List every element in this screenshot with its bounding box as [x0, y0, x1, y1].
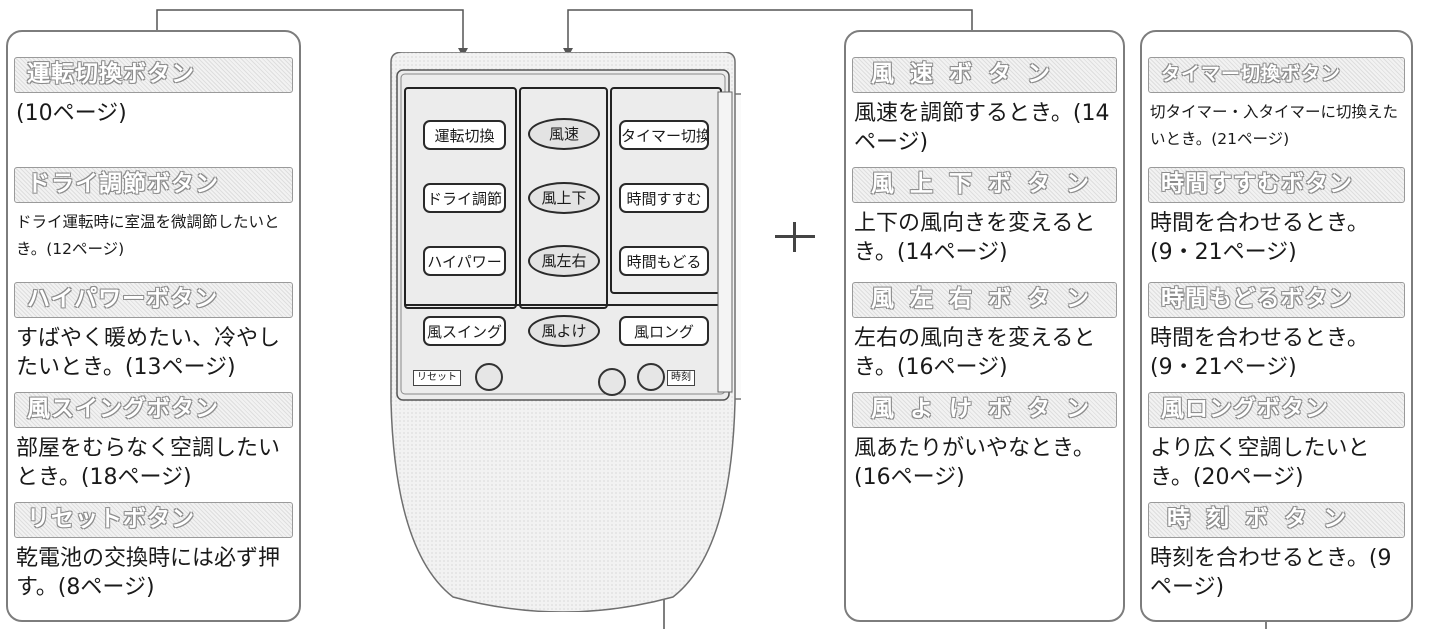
- reset-button-callout: リセットボタン 乾電池の交換時には必ず押す。(8ページ): [14, 502, 293, 602]
- callout-label: 時間もどるボタン: [1148, 282, 1405, 318]
- clock-tag: 時刻: [667, 370, 695, 386]
- callout-description: 時刻を合わせるとき。(9ページ): [1150, 546, 1392, 600]
- timer-switch-button[interactable]: タイマー切換: [619, 120, 709, 150]
- callout-label: 風左右ボタン: [852, 282, 1117, 318]
- left-callout-panel: 運転切換ボタン (10ページ) ドライ調節ボタン ドライ運転時に室温を微調節した…: [6, 30, 301, 622]
- fan-horizontal-button-callout: 風左右ボタン 左右の風向きを変えるとき。(16ページ): [852, 282, 1117, 382]
- callout-label: 風ロングボタン: [1148, 392, 1405, 428]
- fan-speed-button-callout: 風速ボタン 風速を調節するとき。(14ページ): [852, 57, 1117, 157]
- callout-label: リセットボタン: [14, 502, 293, 538]
- time-forward-button[interactable]: 時間すすむ: [619, 183, 709, 213]
- callout-description: 部屋をむらなく空調したいとき。(18ページ): [16, 436, 281, 490]
- reset-button[interactable]: [475, 363, 503, 391]
- time-back-button[interactable]: 時間もどる: [619, 246, 709, 276]
- callout-label: 時刻ボタン: [1148, 502, 1405, 538]
- fan-vertical-button-callout: 風上下ボタン 上下の風向きを変えるとき。(14ページ): [852, 167, 1117, 267]
- time-forward-button-callout: 時間すすむボタン 時間を合わせるとき。(9・21ページ): [1148, 167, 1405, 267]
- fan-vertical-button[interactable]: 風上下: [528, 182, 600, 214]
- right-callout-panel: タイマー切換ボタン 切タイマー・入タイマーに切換えたいとき。(21ページ) 時間…: [1140, 30, 1413, 622]
- clock-button[interactable]: [637, 363, 665, 391]
- long-reach-button-callout: 風ロングボタン より広く空調したいとき。(20ページ): [1148, 392, 1405, 492]
- callout-description: 乾電池の交換時には必ず押す。(8ページ): [16, 546, 281, 600]
- air-swing-button-callout: 風スイングボタン 部屋をむらなく空調したいとき。(18ページ): [14, 392, 293, 492]
- wind-avoid-button-callout: 風よけボタン 風あたりがいやなとき。(16ページ): [852, 392, 1117, 492]
- fan-speed-button[interactable]: 風速: [528, 118, 600, 150]
- callout-description: 上下の風向きを変えるとき。(14ページ): [854, 211, 1096, 265]
- high-power-button-callout: ハイパワーボタン すばやく暖めたい、冷やしたいとき。(13ページ): [14, 282, 293, 382]
- high-power-button[interactable]: ハイパワー: [423, 246, 506, 276]
- callout-description: ドライ運転時に室温を微調節したいとき。(12ページ): [16, 213, 280, 258]
- center-round-button[interactable]: [598, 368, 626, 396]
- timer-switch-button-callout: タイマー切換ボタン 切タイマー・入タイマーに切換えたいとき。(21ページ): [1148, 57, 1405, 153]
- remote-control: 運転切換 風速 タイマー切換 ドライ調節 風上下 時間すすむ ハイパワー 風左右…: [383, 52, 815, 612]
- callout-label: ハイパワーボタン: [14, 282, 293, 318]
- callout-label: 風上下ボタン: [852, 167, 1117, 203]
- callout-description: 時間を合わせるとき。(9・21ページ): [1150, 211, 1369, 265]
- run-mode-button-callout: 運転切換ボタン (10ページ): [14, 57, 293, 128]
- air-swing-button[interactable]: 風スイング: [423, 316, 506, 346]
- callout-label: 運転切換ボタン: [14, 57, 293, 93]
- callout-label: ドライ調節ボタン: [14, 167, 293, 203]
- fan-horizontal-button[interactable]: 風左右: [528, 245, 600, 277]
- middle-callout-panel: 風速ボタン 風速を調節するとき。(14ページ) 風上下ボタン 上下の風向きを変え…: [844, 30, 1125, 622]
- callout-description: (10ページ): [16, 101, 127, 126]
- time-back-button-callout: 時間もどるボタン 時間を合わせるとき。(9・21ページ): [1148, 282, 1405, 382]
- callout-label: 風速ボタン: [852, 57, 1117, 93]
- callout-description: 左右の風向きを変えるとき。(16ページ): [854, 326, 1096, 380]
- clock-button-callout: 時刻ボタン 時刻を合わせるとき。(9ページ): [1148, 502, 1405, 602]
- callout-description: より広く空調したいとき。(20ページ): [1150, 436, 1370, 490]
- run-mode-button[interactable]: 運転切換: [423, 120, 506, 150]
- callout-description: 風速を調節するとき。(14ページ): [854, 101, 1110, 155]
- callout-description: 風あたりがいやなとき。(16ページ): [854, 436, 1095, 490]
- callout-description: 切タイマー・入タイマーに切換えたいとき。(21ページ): [1150, 103, 1399, 148]
- callout-description: すばやく暖めたい、冷やしたいとき。(13ページ): [16, 326, 281, 380]
- dry-adjust-button[interactable]: ドライ調節: [423, 183, 506, 213]
- callout-label: タイマー切換ボタン: [1148, 57, 1405, 93]
- dry-adjust-button-callout: ドライ調節ボタン ドライ運転時に室温を微調節したいとき。(12ページ): [14, 167, 293, 263]
- plus-mark-icon-vertical: [793, 222, 796, 252]
- wind-avoid-button[interactable]: 風よけ: [528, 315, 600, 347]
- callout-label: 時間すすむボタン: [1148, 167, 1405, 203]
- callout-description: 時間を合わせるとき。(9・21ページ): [1150, 326, 1369, 380]
- callout-label: 風よけボタン: [852, 392, 1117, 428]
- callout-label: 風スイングボタン: [14, 392, 293, 428]
- reset-tag: リセット: [413, 370, 461, 386]
- long-reach-button[interactable]: 風ロング: [619, 316, 709, 346]
